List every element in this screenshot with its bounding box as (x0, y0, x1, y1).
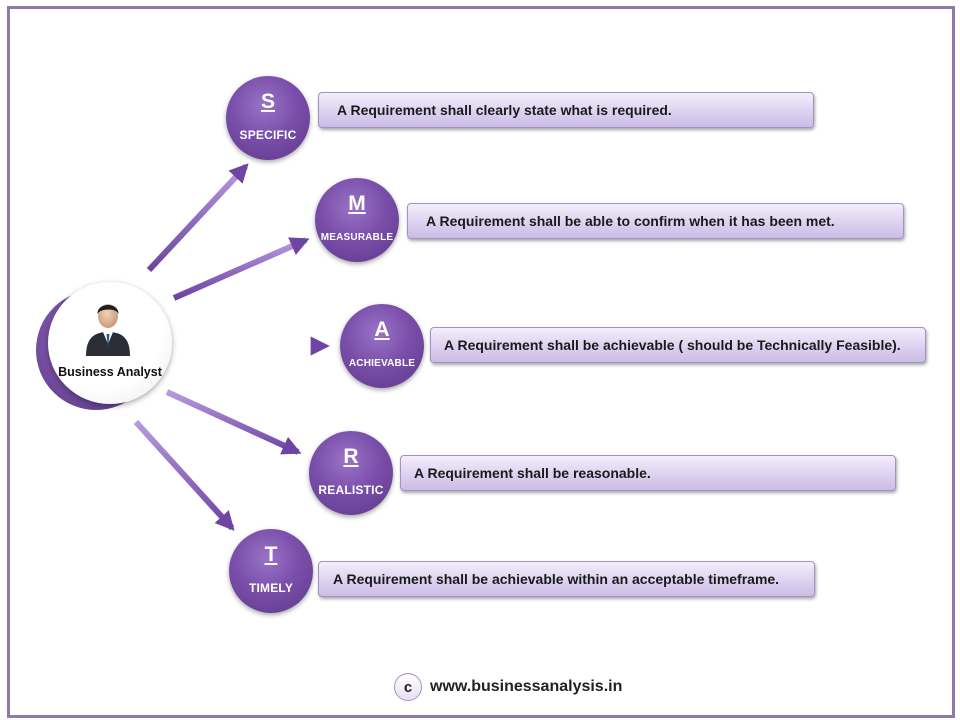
node-letter: R (343, 445, 359, 468)
arrow-to-realistic (165, 389, 302, 455)
arrow-to-measurable (172, 237, 310, 301)
description-realistic: A Requirement shall be reasonable. (400, 455, 896, 491)
node-word: TIMELY (248, 581, 294, 595)
business-person-icon (86, 304, 130, 356)
footer-url: www.businessanalysis.in (430, 678, 623, 695)
description-specific: A Requirement shall clearly state what i… (318, 92, 814, 128)
node-achievable: A ACHIEVABLE (340, 304, 424, 388)
node-letter: T (264, 543, 278, 566)
copyright-icon: c (394, 673, 422, 701)
hub-label: Business Analyst (58, 365, 162, 379)
node-word: MEASURABLE (320, 232, 394, 243)
node-letter: S (260, 90, 275, 113)
node-timely: T TIMELY (229, 529, 313, 613)
node-word: SPECIFIC (239, 128, 297, 142)
node-measurable: M MEASURABLE (315, 178, 399, 262)
node-specific: S SPECIFIC (226, 76, 310, 160)
arrow-to-specific (146, 163, 249, 273)
node-letter: A (374, 318, 390, 341)
node-realistic: R REALISTIC (309, 431, 393, 515)
node-word: ACHIEVABLE (348, 358, 416, 369)
description-timely: A Requirement shall be achievable within… (318, 561, 815, 597)
node-word: REALISTIC (318, 483, 384, 497)
description-achievable: A Requirement shall be achievable ( shou… (430, 327, 926, 363)
node-letter: M (348, 192, 366, 215)
description-measurable: A Requirement shall be able to confirm w… (407, 203, 904, 239)
arrow-to-timely (133, 419, 235, 531)
